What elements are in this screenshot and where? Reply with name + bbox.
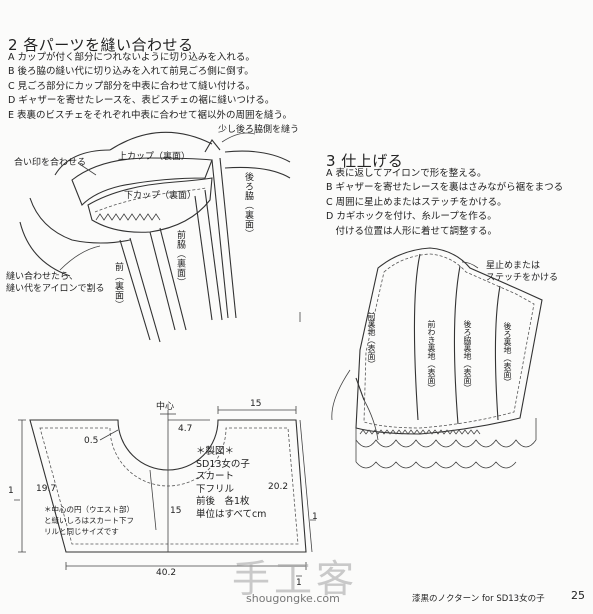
label-after-sewing: 縫い合わせたら、 xyxy=(6,272,79,282)
dim-20-2: 20.2 xyxy=(268,482,289,492)
pattern-info-line: スカート xyxy=(196,471,235,482)
dim-40-2: 40.2 xyxy=(156,568,177,578)
dim-4-7: 4.7 xyxy=(178,424,193,434)
step-2c: C 見ごろ部分にカップ部分を中表に合わせて縫い付ける。 xyxy=(8,80,256,92)
label-front-lining: 前裏地（表面） xyxy=(367,312,376,368)
step-3e: 付ける位置は人形に着せて調整する。 xyxy=(326,225,498,237)
step-3c: C 周囲に星止めまたはステッチをかける。 xyxy=(326,196,507,208)
dim-1-left: 1 xyxy=(8,486,14,496)
page-number: 25 xyxy=(571,589,585,602)
label-lower-cup: 下カップ（裏面） xyxy=(124,191,197,201)
pattern-note: ＊中心の円（ウエスト部） と縫いしろはスカート下フ リルと同じサイズです xyxy=(44,504,134,537)
pattern-info-line: 下フリル xyxy=(196,483,235,495)
pattern-info: ＊製図＊ SD13女の子 スカート 下フリル 前後 各1枚 単位はすべてcm xyxy=(196,446,266,521)
label-front-side: 前脇（裏面） xyxy=(175,230,185,287)
label-back-lining: 後ろ裏地（表面） xyxy=(503,322,512,386)
pattern-note-line: ＊中心の円（ウエスト部） xyxy=(44,505,134,514)
label-front: 前（裏面） xyxy=(113,262,123,310)
label-front-side-lining: 前わき裏地（表面） xyxy=(427,320,436,392)
dim-0-5: 0.5 xyxy=(84,436,99,446)
dim-15-top: 15 xyxy=(250,399,262,409)
section-2-title: 2 各パーツを縫い合わせる xyxy=(8,36,194,54)
watermark-logo: 手工客 xyxy=(232,557,359,601)
dim-19-7: 19.7 xyxy=(36,484,57,494)
label-back-side: 後ろ脇（裏面） xyxy=(243,172,253,239)
dim-15-mid: 15 xyxy=(170,506,182,516)
step-3b: B ギャザーを寄せたレースを裏はさみながら裾をまつる xyxy=(326,182,564,194)
step-2e: E 表裏のビスチェをそれぞれ中表に合わせて裾以外の周囲を縫う。 xyxy=(8,109,292,121)
label-back-side-lining: 後ろ脇裏地（表面） xyxy=(463,320,472,392)
pattern-info-line: 単位はすべてcm xyxy=(196,508,267,520)
book-title: 漆黒のノクターン for SD13女の子 xyxy=(412,594,545,604)
pattern-info-line: ＊製図＊ xyxy=(196,446,235,457)
label-iron-note: 縫い代をアイロンで割る xyxy=(6,284,105,294)
section-2-steps: A カップが付く部分につれないように切り込みを入れる。 B 後ろ脇の縫い代に切り… xyxy=(8,51,292,123)
dim-1-right: 1 xyxy=(312,512,318,522)
step-2b: B 後ろ脇の縫い代に切り込みを入れて前見ごろ側に倒す。 xyxy=(8,66,254,78)
dim-1-bottom: 1 xyxy=(296,578,302,588)
pattern-info-line: SD13女の子 xyxy=(196,458,250,470)
label-upper-cup: 上カップ（裏面） xyxy=(118,152,191,162)
section-3-title: 3 仕上げる xyxy=(326,152,404,170)
label-seam-note: 少し後ろ脇側を縫う xyxy=(218,125,300,135)
label-match-mark: 合い印を合わせる xyxy=(14,158,87,168)
section-3-steps: A 表に返してアイロンで形を整える。 B ギャザーを寄せたレースを裏はさみながら… xyxy=(326,167,563,239)
pattern-info-line: 前後 各1枚 xyxy=(196,496,250,507)
pattern-note-line: と縫いしろはスカート下フ xyxy=(44,516,134,525)
watermark-url: shougongke.com xyxy=(246,592,340,605)
label-stitch-2: ステッチをかける xyxy=(486,273,559,283)
step-2a: A カップが付く部分につれないように切り込みを入れる。 xyxy=(8,52,255,63)
dim-center: 中心 xyxy=(156,402,175,412)
step-3a: A 表に返してアイロンで形を整える。 xyxy=(326,168,487,179)
pattern-note-line: リルと同じサイズです xyxy=(44,527,119,536)
label-stitch-1: 星止めまたは xyxy=(486,261,541,271)
step-3d: D カギホックを付け、糸ループを作る。 xyxy=(326,211,497,223)
step-2d: D ギャザーを寄せたレースを、表ビスチェの裾に縫いつける。 xyxy=(8,95,275,107)
